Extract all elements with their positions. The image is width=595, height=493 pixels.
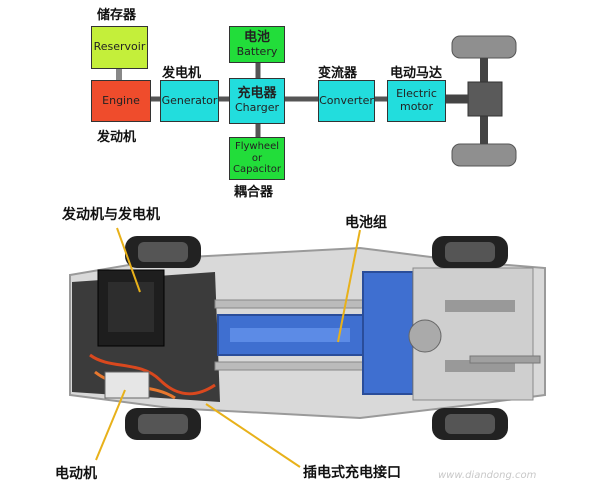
battery-cn-text: 电池 (243, 29, 270, 45)
charging-port-label: 插电式充电接口 (303, 465, 401, 481)
flywheel-text-1: Flywheel (234, 141, 280, 153)
motor-cn-label: 电动马达 (390, 66, 443, 81)
engine-block: Engine (91, 80, 151, 122)
reservoir-text: Reservoir (93, 40, 146, 54)
storage-label: 储存器 (97, 8, 137, 23)
electric-motor-label: 电动机 (55, 466, 97, 482)
motor-text-1: Electric (396, 87, 437, 101)
engine-text: Engine (102, 93, 140, 107)
motor-text-2: motor (399, 100, 433, 113)
charger-cn-text: 充电器 (237, 86, 277, 102)
pointer-engine-generator (116, 227, 141, 293)
pointer-charging-port (205, 403, 301, 468)
battery-text: Battery (236, 44, 278, 58)
drivetrain-schematic (446, 35, 517, 167)
watermark-text: www.diandong.com (438, 470, 537, 481)
motor-block: Electric motor (387, 80, 446, 122)
generator-block: Generator (160, 80, 219, 122)
coupler-cn-label: 耦合器 (234, 185, 274, 200)
generator-cn-label: 发电机 (162, 66, 202, 81)
converter-block: Converter (318, 80, 375, 122)
pointer-electric-motor (95, 389, 126, 461)
engine-cn-label: 发动机 (97, 130, 137, 145)
charger-block: 充电器 Charger (229, 78, 285, 124)
converter-text: Converter (319, 93, 374, 107)
flywheel-text-3: Capacitor (232, 164, 281, 176)
reservoir-block: Reservoir (91, 26, 148, 69)
engine-generator-label: 发动机与发电机 (62, 207, 160, 223)
pointer-battery-pack (337, 229, 361, 343)
generator-text: Generator (161, 93, 218, 107)
flywheel-text-2: or (251, 152, 263, 164)
charger-text: Charger (235, 101, 279, 115)
battery-block: 电池 Battery (229, 26, 285, 63)
battery-pack-label: 电池组 (345, 215, 387, 231)
chassis-illustration (69, 236, 546, 440)
flywheel-block: Flywheel or Capacitor (229, 137, 285, 180)
converter-cn-label: 变流器 (318, 66, 358, 81)
